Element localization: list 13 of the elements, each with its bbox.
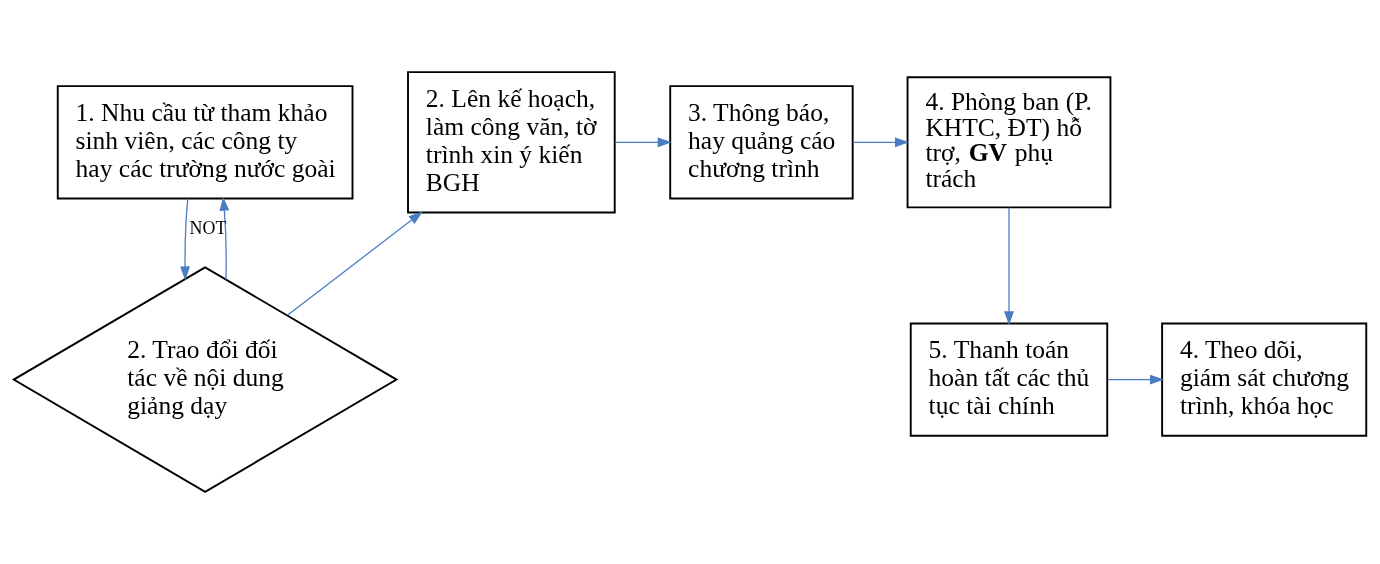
node-box: 1. Nhu cầu từ tham khảo sinh viên, các công ty hay các trường nước goài xyxy=(56,85,354,200)
arrow xyxy=(1107,374,1165,385)
node-box: 4. Theo dõi, giám sát chương trình, khóa học xyxy=(1161,322,1368,437)
arrow xyxy=(852,137,910,148)
node-box: 5. Thanh toán hoàn tất các thủ tục tài chính xyxy=(909,322,1109,437)
node-box: 2. Lên kế hoạch, làm công văn, tờ trình xin ý kiến BGH xyxy=(407,71,616,214)
arrow xyxy=(286,211,423,316)
arrow xyxy=(219,196,230,281)
arrow xyxy=(180,197,190,281)
arrow xyxy=(1004,207,1014,326)
node-box: 4. Phòng ban (P. KHTC, ĐT) hỗ trợ, GV phụ trách xyxy=(906,76,1112,209)
node-box: 3. Thông báo, hay quảng cáo chương trình xyxy=(669,85,854,200)
arrow xyxy=(614,137,672,148)
